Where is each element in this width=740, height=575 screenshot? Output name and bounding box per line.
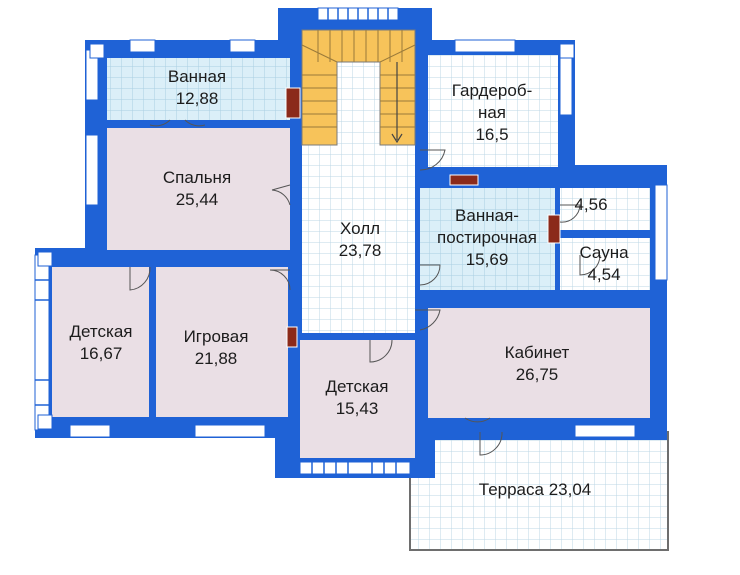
bedroom-name: Спальня [162,168,232,187]
bath-1-area: 12,88 [175,89,219,108]
playroom-name: Игровая [183,327,249,346]
label-laundry-bath: Ванная- постирочная 15,69 [437,205,537,271]
label-hall: Холл 23,78 [339,218,382,262]
room-kids-2 [300,340,415,458]
room-study [428,308,650,418]
room-laundry-bath [420,188,555,290]
label-bedroom: Спальня 25,44 [163,167,231,211]
room-wardrobe [428,55,558,167]
hall-name: Холл [339,219,381,238]
room-sauna [560,238,650,290]
kids-1-name: Детская [69,322,133,341]
room-playroom [156,267,288,417]
room-bath-1 [107,58,290,120]
study-name: Кабинет [504,343,570,362]
playroom-area: 21,88 [194,349,238,368]
label-bath-1: Ванная 12,88 [168,66,226,110]
label-wardrobe: Гардероб- ная 16,5 [452,80,532,146]
staircase [301,29,416,146]
laundry-bath-area: 15,69 [465,250,509,269]
room-small [560,188,650,230]
label-study: Кабинет 26,75 [505,342,570,386]
label-terrace: Терраса 23,04 [479,479,591,501]
terrace [409,431,669,551]
bedroom-area: 25,44 [175,190,219,209]
label-sauna: Сауна 4,54 [579,242,628,286]
chimneys [285,87,561,348]
label-small-room: 4,56 [574,194,607,216]
wardrobe-area: 16,5 [475,125,509,144]
label-kids-1: Детская 16,67 [70,321,133,365]
window-mullions [35,8,397,474]
kids-1-area: 16,67 [79,344,123,363]
study-area: 26,75 [515,365,559,384]
room-kids-1 [52,267,149,417]
sauna-area: 4,54 [587,265,621,284]
doors [129,119,601,456]
bay-windows [37,43,575,430]
label-kids-2: Детская 15,43 [326,376,389,420]
label-playroom: Игровая 21,88 [184,326,249,370]
room-bedroom [107,128,290,250]
laundry-bath-name-2: постирочная [437,228,537,247]
room-hall [302,148,415,333]
small-room-area: 4,56 [574,195,608,214]
wardrobe-name-2: ная [477,103,507,122]
bath-1-name: Ванная [167,67,227,86]
sauna-name: Сауна [579,243,629,262]
terrace-label: Терраса 23,04 [478,480,592,499]
wardrobe-name-1: Гардероб- [451,81,533,100]
kids-2-area: 15,43 [335,399,379,418]
kids-2-name: Детская [325,377,389,396]
laundry-bath-name-1: Ванная- [455,206,519,225]
hall-area: 23,78 [338,241,382,260]
